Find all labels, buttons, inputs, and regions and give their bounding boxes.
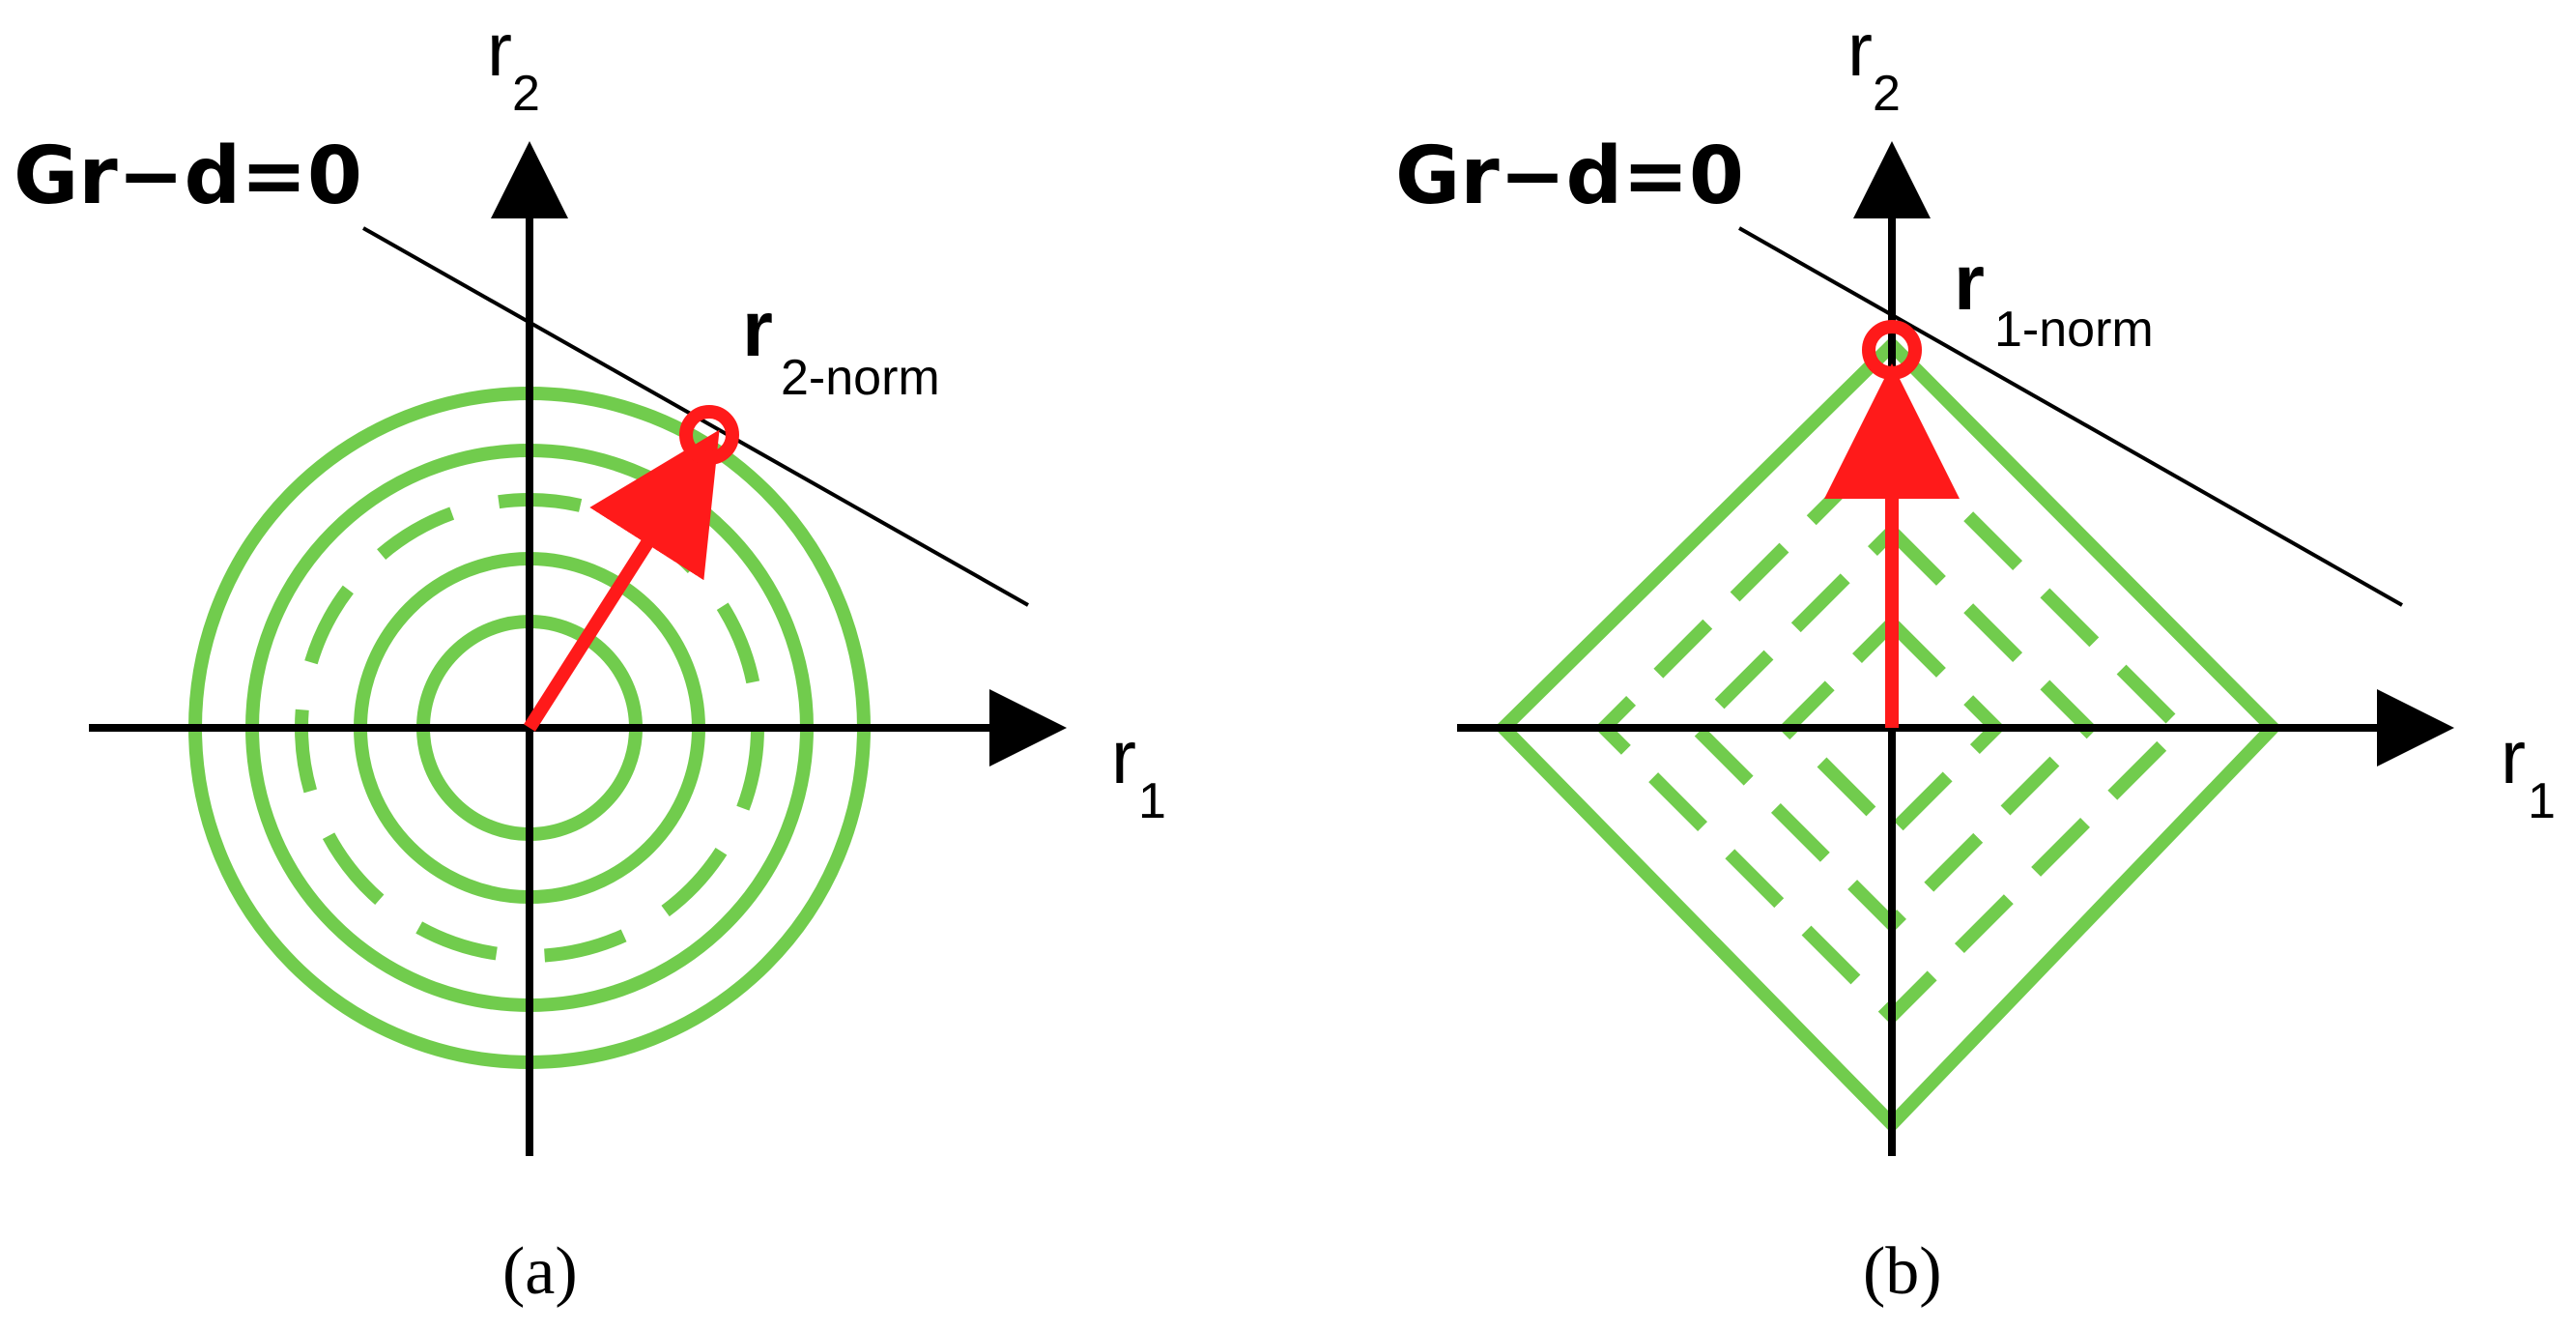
panel-b-constraint-label: Gr−d=0 bbox=[1395, 130, 1744, 222]
panel-b: Gr−d=0 r 2 r 1 r 1-norm (b) bbox=[1395, 7, 2556, 1309]
panel-b-point-label: r bbox=[1954, 239, 1985, 327]
panel-a-solution-point bbox=[679, 405, 739, 465]
panel-a-caption: (a) bbox=[502, 1234, 578, 1309]
panel-a-y-axis-label: r bbox=[487, 7, 512, 92]
panel-a-y-axis-subscript: 2 bbox=[512, 66, 540, 122]
panel-a: Gr−d=0 r 2 r 1 r 2-norm (a) bbox=[14, 7, 1166, 1309]
panel-a-point-label-subscript: 2-norm bbox=[781, 350, 940, 406]
panel-b-x-axis-label: r bbox=[2501, 714, 2526, 799]
panel-a-x-axis-subscript: 1 bbox=[1138, 773, 1166, 829]
panel-b-point-label-subscript: 1-norm bbox=[1994, 302, 2154, 358]
panel-b-x-axis-subscript: 1 bbox=[2528, 773, 2556, 829]
panel-b-y-axis-subscript: 2 bbox=[1873, 66, 1901, 122]
panel-a-constraint-label: Gr−d=0 bbox=[14, 130, 362, 222]
panel-a-point-label: r bbox=[742, 285, 773, 373]
panel-b-constraint-line bbox=[1738, 226, 2403, 607]
panel-b-contour-1 bbox=[1778, 614, 2006, 842]
panel-a-x-axis-label: r bbox=[1111, 714, 1136, 799]
panel-b-caption: (b) bbox=[1863, 1234, 1942, 1309]
panel-b-y-axis-label: r bbox=[1847, 7, 1873, 92]
panel-b-solution-point bbox=[1862, 320, 1922, 380]
panel-a-solution-vector bbox=[524, 429, 720, 732]
